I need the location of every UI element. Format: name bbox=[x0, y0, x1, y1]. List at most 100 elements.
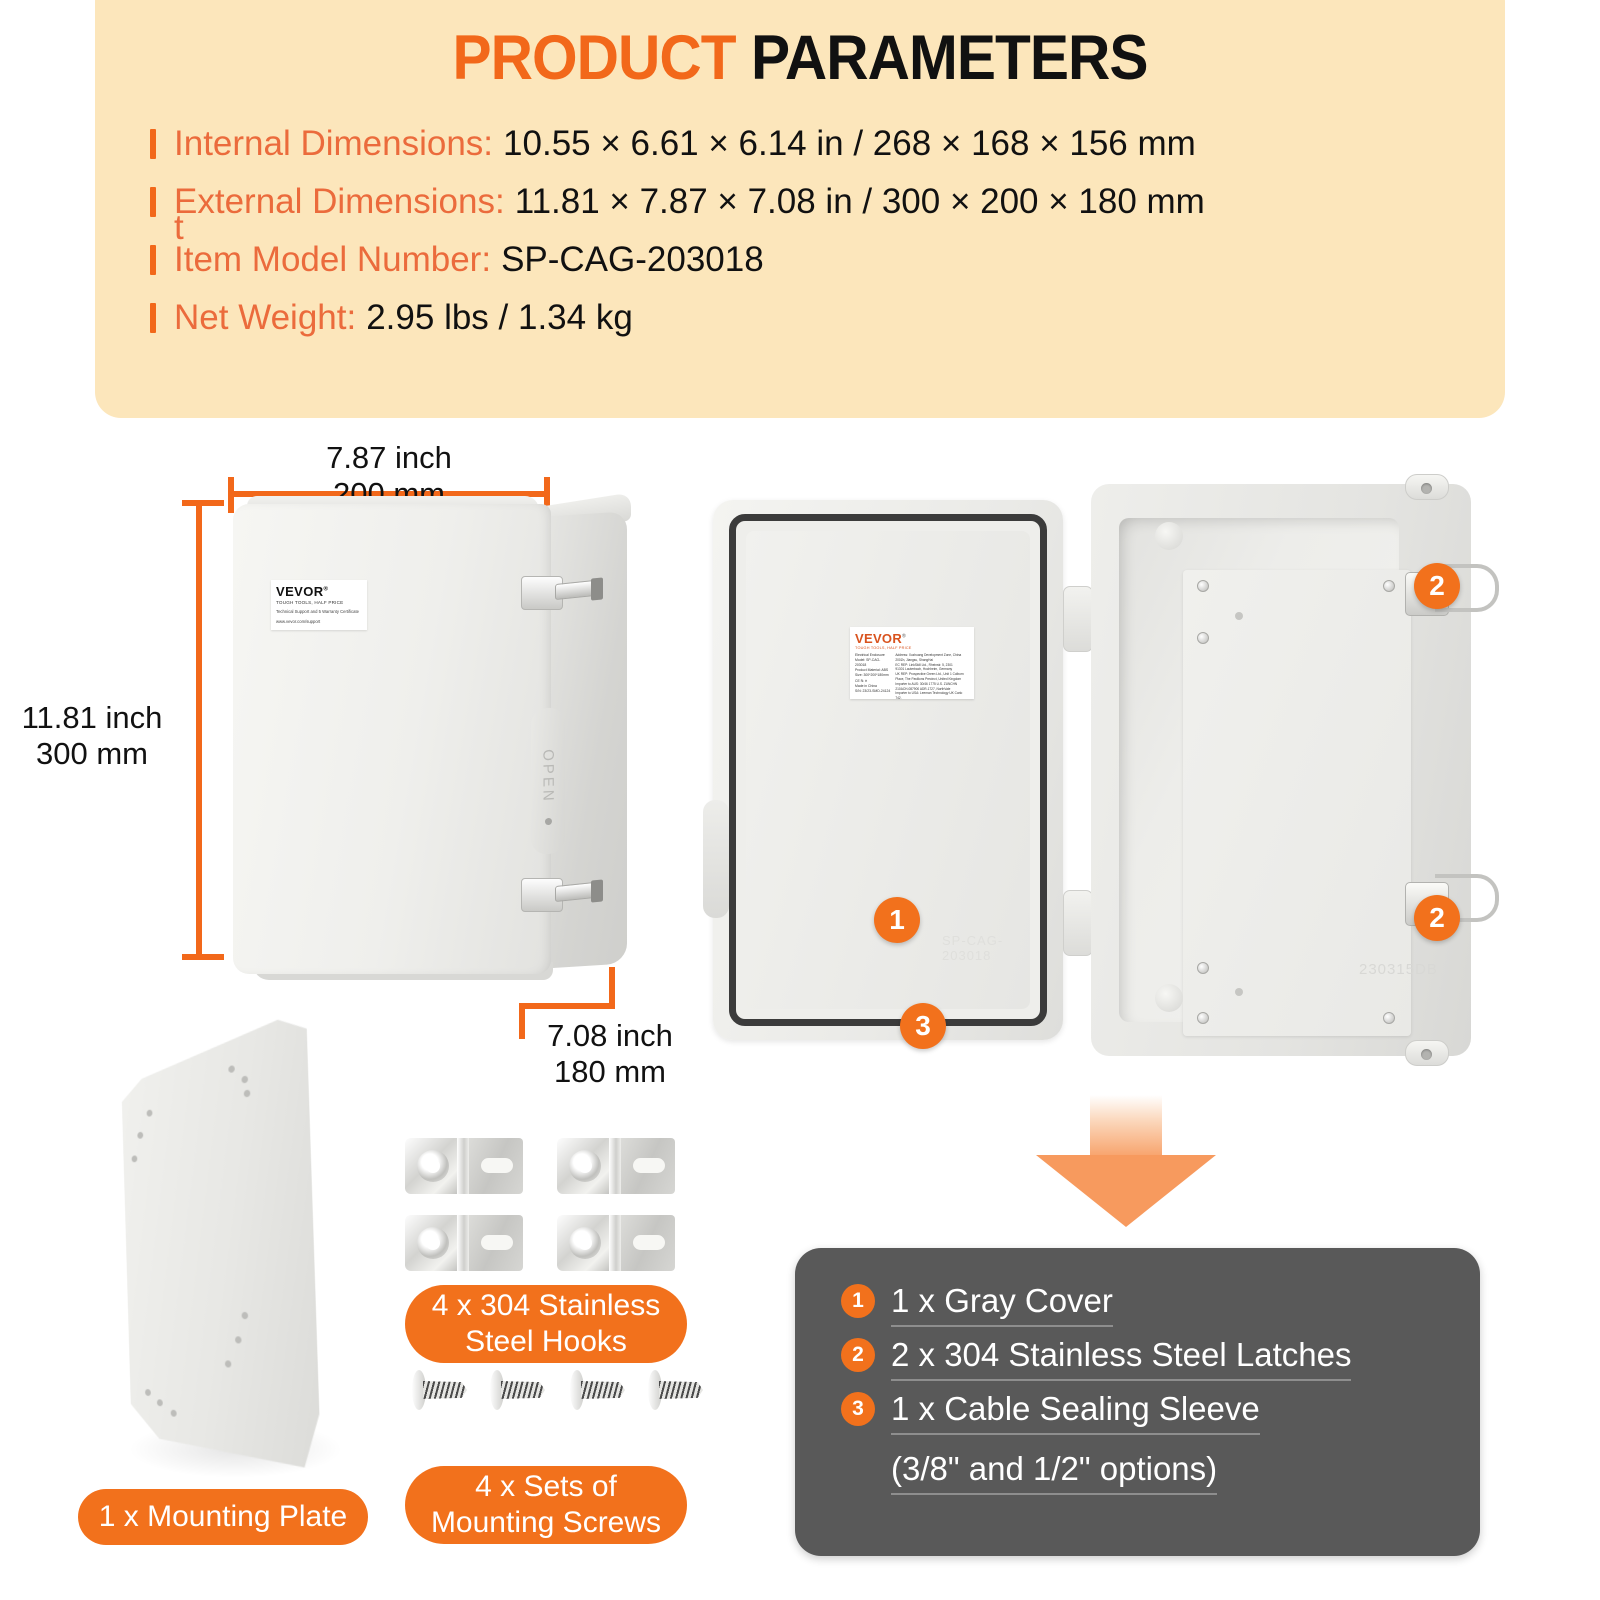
package-list-subnote: (3/8" and 1/2" options) bbox=[891, 1450, 1217, 1495]
parameter-label: Net Weight: bbox=[174, 298, 356, 338]
dim-line-depth-horizontal bbox=[519, 1003, 615, 1009]
plate-hole-icon bbox=[145, 1389, 151, 1396]
product-parameters-panel: PRODUCT PARAMETERS Internal Dimensions: … bbox=[95, 0, 1505, 418]
stainless-steel-hook bbox=[557, 1138, 675, 1194]
plate-hole-icon bbox=[1235, 612, 1243, 620]
package-item-badge: 2 bbox=[841, 1338, 875, 1372]
plate-screw-icon bbox=[1383, 1012, 1395, 1024]
latch-tip bbox=[591, 879, 603, 902]
base-cavity: 230315DB bbox=[1119, 518, 1399, 1022]
bullet-bar-icon bbox=[150, 245, 156, 275]
spec-label-brand: VEVOR® bbox=[855, 631, 969, 646]
plate-hole-icon bbox=[171, 1410, 177, 1417]
open-enclosure-image: VEVOR® TOUGH TOOLS, HALF PRICE Electrica… bbox=[705, 470, 1505, 1070]
hinge-bottom bbox=[1063, 890, 1093, 956]
arrow-head bbox=[1036, 1155, 1216, 1227]
hook-tab bbox=[621, 1215, 675, 1271]
parameter-label: External Dimensions: bbox=[174, 182, 505, 222]
dim-line-height-cap-bottom bbox=[182, 954, 224, 960]
package-contents-list: 1 1 x Gray Cover 2 2 x 304 Stainless Ste… bbox=[841, 1282, 1451, 1495]
spec-row: Importer to USA: Leeman Technology UK Ca… bbox=[895, 691, 969, 699]
hook-slot bbox=[633, 1235, 665, 1250]
parameter-label: Internal Dimensions: bbox=[174, 124, 493, 164]
hook-tab bbox=[469, 1138, 523, 1194]
bullet-bar-icon bbox=[150, 303, 156, 333]
plate-hole-icon bbox=[157, 1399, 163, 1406]
hook-eye bbox=[557, 1138, 613, 1194]
callout-badge-latch-top: 2 bbox=[1414, 563, 1460, 609]
mounting-screw bbox=[412, 1368, 468, 1412]
pill-line-1: 1 x Mounting Plate bbox=[99, 1499, 347, 1535]
title-word-parameters: PARAMETERS bbox=[751, 23, 1148, 93]
closed-box-latch-bottom bbox=[521, 872, 601, 918]
parameter-rows: Internal Dimensions: 10.55 × 6.61 × 6.14… bbox=[150, 124, 1490, 356]
dim-depth-mm: 180 mm bbox=[500, 1054, 720, 1090]
cavity-boss-bottom bbox=[1155, 984, 1183, 1012]
parameter-value: 11.81 × 7.87 × 7.08 in / 300 × 200 × 180… bbox=[515, 182, 1205, 222]
pill-line-1: 4 x Sets of bbox=[475, 1469, 617, 1505]
plate-hole-icon bbox=[244, 1090, 251, 1098]
screw-shaft bbox=[659, 1381, 703, 1399]
spec-label-slogan: TOUGH TOOLS, HALF PRICE bbox=[855, 646, 969, 650]
down-arrow-icon bbox=[1036, 1095, 1216, 1230]
package-list-item: 2 2 x 304 Stainless Steel Latches bbox=[841, 1336, 1451, 1381]
plate-screw-icon bbox=[1383, 580, 1395, 592]
label-support-line-1: Technical Support and 5 Warranty Certifi… bbox=[276, 609, 362, 615]
dim-text-height: 11.81 inch 300 mm bbox=[0, 700, 192, 772]
label-slogan: TOUGH TOOLS, HALF PRICE bbox=[276, 600, 362, 605]
bullet-bar-icon bbox=[150, 187, 156, 217]
title-word-product: PRODUCT bbox=[452, 23, 735, 93]
package-list-item: 3 1 x Cable Sealing Sleeve bbox=[841, 1390, 1451, 1435]
mounting-plate-image bbox=[110, 1030, 420, 1480]
vevor-product-label: VEVOR® TOUGH TOOLS, HALF PRICE Technical… bbox=[271, 580, 367, 630]
label-brand: VEVOR® bbox=[276, 584, 362, 599]
dim-width-inch: 7.87 inch bbox=[279, 440, 499, 476]
spec-label-columns: Electrical Enclosure Model: SP-CAG-20301… bbox=[855, 653, 969, 699]
package-item-text: 1 x Gray Cover bbox=[891, 1282, 1113, 1327]
mounting-plate-face bbox=[120, 1015, 321, 1469]
package-item-badge: 1 bbox=[841, 1284, 875, 1318]
stainless-steel-hook bbox=[405, 1215, 523, 1271]
dim-height-mm: 300 mm bbox=[0, 736, 192, 772]
mounting-ear-bottom bbox=[1405, 1040, 1449, 1066]
plate-screw-icon bbox=[1197, 1012, 1209, 1024]
hook-slot bbox=[481, 1158, 513, 1173]
spec-label-right-column: Address: Xuzhuang Development Zone, Chin… bbox=[895, 653, 969, 699]
plate-screw-icon bbox=[1197, 962, 1209, 974]
pill-line-2: Mounting Screws bbox=[431, 1505, 661, 1541]
enclosure-cover: VEVOR® TOUGH TOOLS, HALF PRICE Electrica… bbox=[713, 500, 1063, 1040]
stainless-steel-hook bbox=[405, 1138, 523, 1194]
pill-label-mounting-plate: 1 x Mounting Plate bbox=[78, 1489, 368, 1545]
hook-slot bbox=[481, 1235, 513, 1250]
parameter-row-internal-dimensions: Internal Dimensions: 10.55 × 6.61 × 6.14… bbox=[150, 124, 1490, 182]
stray-character: t bbox=[174, 208, 184, 248]
plate-hole-icon bbox=[225, 1360, 232, 1367]
package-list-subnote-wrap: (3/8" and 1/2" options) bbox=[841, 1444, 1451, 1495]
hook-eye bbox=[557, 1215, 613, 1271]
page-title: PRODUCT PARAMETERS bbox=[144, 22, 1455, 94]
pill-label-hooks: 4 x 304 Stainless Steel Hooks bbox=[405, 1285, 687, 1363]
parameter-value: 10.55 × 6.61 × 6.14 in / 268 × 168 × 156… bbox=[503, 124, 1196, 164]
callout-badge-latch-bottom: 2 bbox=[1414, 895, 1460, 941]
hook-tab bbox=[469, 1215, 523, 1271]
package-item-text: 1 x Cable Sealing Sleeve bbox=[891, 1390, 1260, 1435]
plate-hole-icon bbox=[137, 1132, 143, 1139]
plate-hole-icon bbox=[241, 1076, 248, 1084]
dim-line-height-vertical bbox=[196, 500, 202, 960]
plate-hole-icon bbox=[147, 1109, 153, 1116]
pill-label-screws: 4 x Sets of Mounting Screws bbox=[405, 1466, 687, 1544]
stainless-steel-hook bbox=[557, 1215, 675, 1271]
spec-row: Size: 300*200*180mm bbox=[855, 673, 891, 678]
mounting-ear-top bbox=[1405, 474, 1449, 500]
screw-shaft bbox=[581, 1381, 625, 1399]
vevor-spec-label: VEVOR® TOUGH TOOLS, HALF PRICE Electrica… bbox=[850, 627, 974, 699]
latch-tip bbox=[591, 577, 603, 600]
plate-hole-icon bbox=[132, 1155, 138, 1162]
cover-embossed-model: SP-CAG-203018 bbox=[942, 933, 1030, 963]
plate-hole-icon bbox=[235, 1336, 242, 1343]
registered-mark-icon: ® bbox=[324, 587, 329, 593]
spec-label-left-column: Electrical Enclosure Model: SP-CAG-20301… bbox=[855, 653, 891, 699]
base-embossed-code: 230315DB bbox=[1359, 961, 1438, 978]
dim-line-height-cap-top bbox=[182, 500, 224, 506]
plate-hole-icon bbox=[1235, 988, 1243, 996]
